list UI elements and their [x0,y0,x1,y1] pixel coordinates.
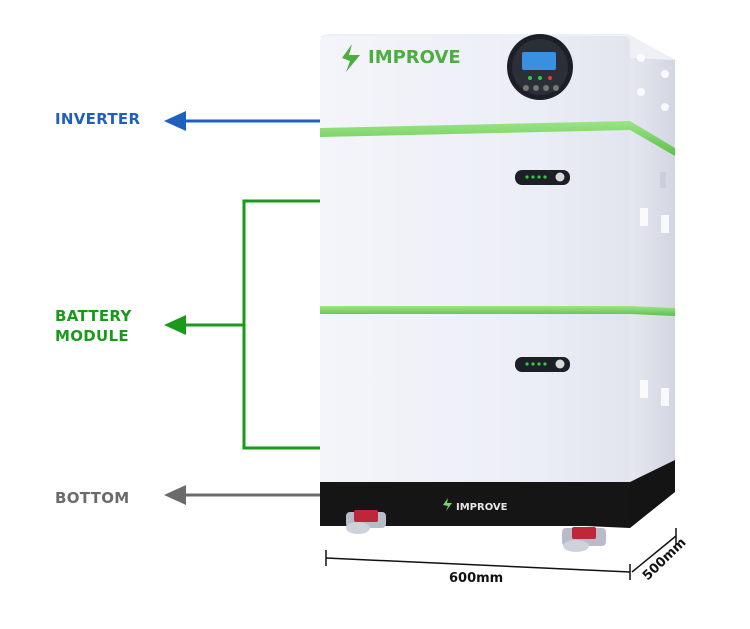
inverter-arrow-head [164,111,186,131]
battery-arrow-head [164,315,186,335]
width-dimension-line [325,550,631,580]
logo-icon [342,44,360,72]
battery-indicator-icon [515,357,570,372]
cabinet-side [628,34,675,500]
wheel-icon [346,510,386,534]
brand-name: IMPROVE [368,47,461,68]
battery-bracket [242,199,320,450]
battery-indicator-icon [515,170,570,185]
wheel-icon [562,527,606,552]
bottom-brand-name: IMPROVE [456,502,508,513]
cabinet-front [320,36,630,486]
bottom-label: BOTTOM [55,489,130,507]
battery-module-label: BATTERY MODULE [55,307,132,345]
logo-icon [443,498,452,511]
width-dimension-label: 600mm [449,571,504,586]
inverter-label: INVERTER [55,110,141,128]
green-band-middle [320,306,675,316]
depth-dimension-line [631,528,677,573]
green-band-top [320,121,675,156]
inverter-display-icon [507,34,573,100]
side-cutouts [637,54,669,406]
bottom-arrow-head [164,485,186,505]
